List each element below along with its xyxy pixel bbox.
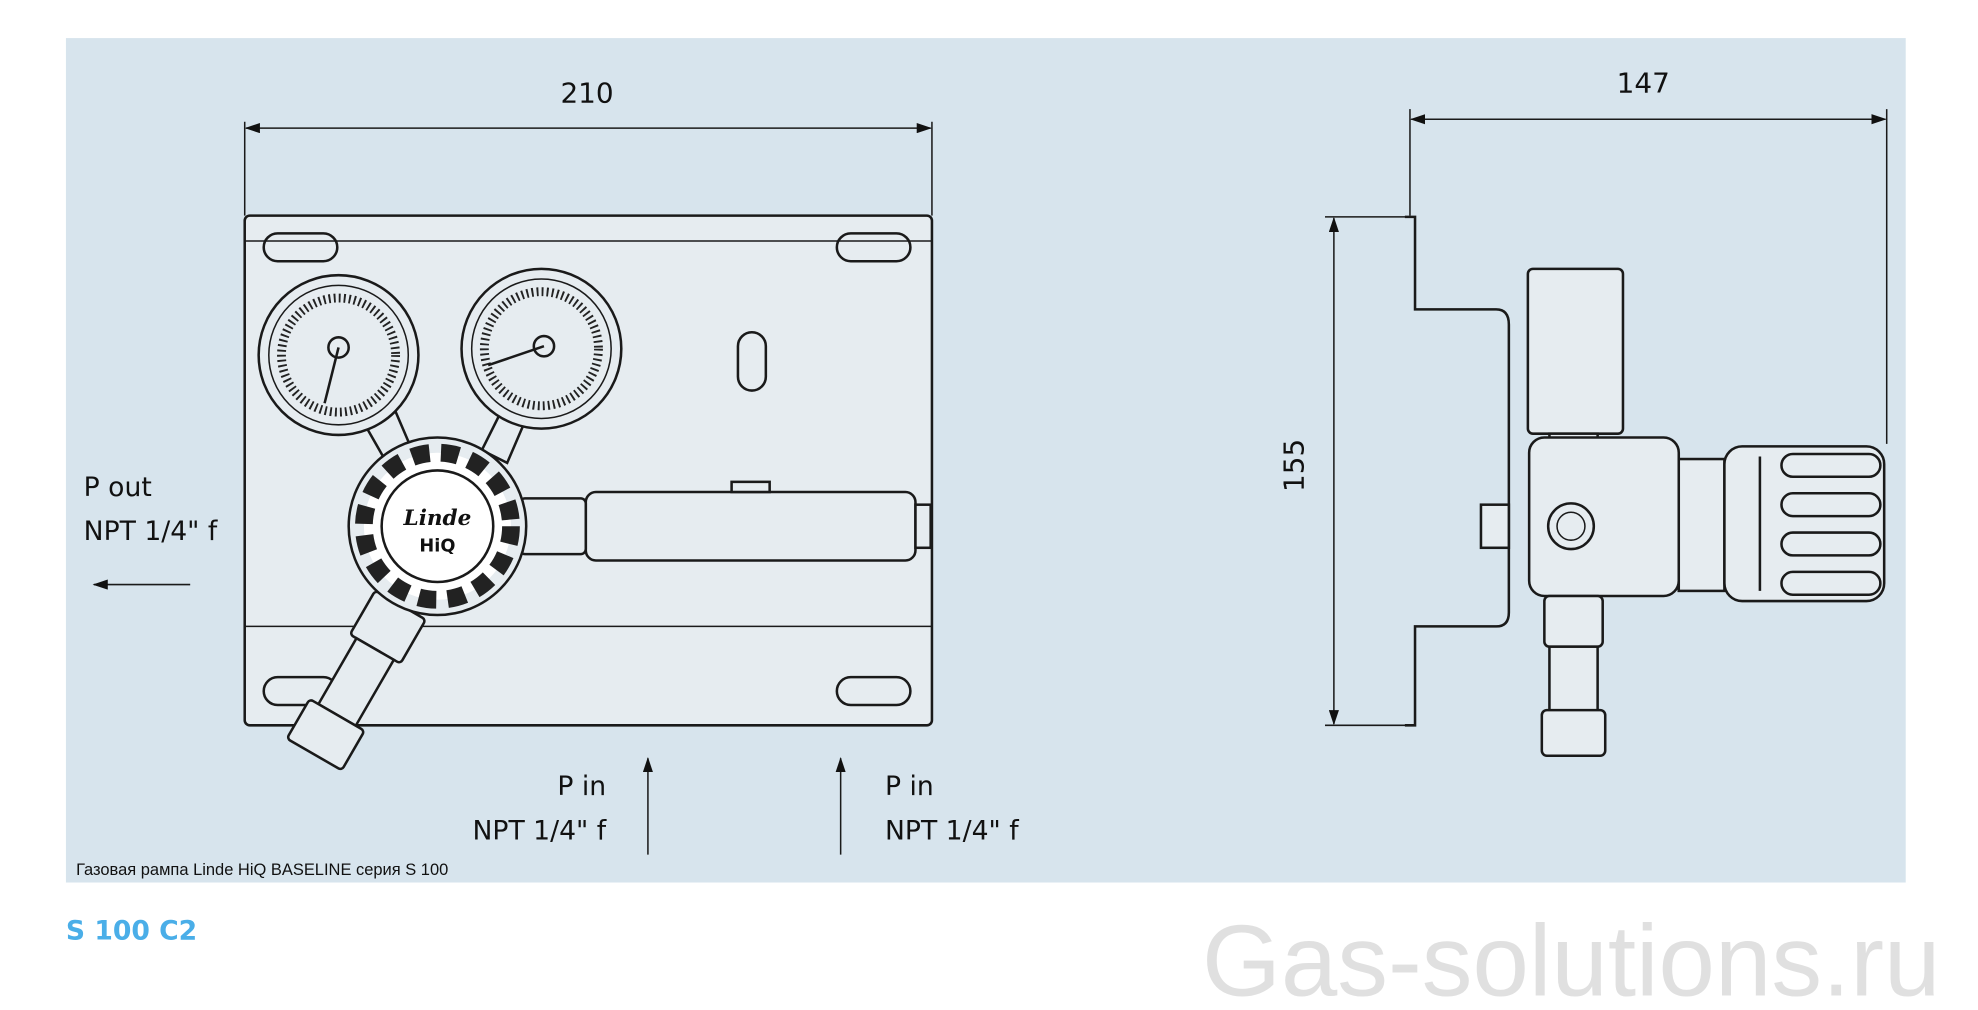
dimension-210: 210: [560, 77, 613, 110]
nut: [518, 497, 588, 556]
dimension-155: 155: [1277, 439, 1310, 492]
inlet-pipe: [584, 490, 917, 562]
watermark: Gas-solutions.ru: [1202, 904, 1940, 1010]
outlet-label: P out: [84, 472, 152, 503]
slot: [736, 330, 768, 392]
slot: [262, 232, 339, 263]
gauge-side: [1526, 267, 1625, 435]
linde-logo: Linde: [403, 506, 472, 531]
caption: Газовая рампа Linde HiQ BASELINE серия S…: [76, 861, 448, 879]
inlet-right-label: P in: [885, 771, 934, 802]
slot: [835, 232, 912, 263]
dimension-147: 147: [1617, 67, 1670, 100]
hiq-logo: HiQ: [419, 537, 455, 557]
adjustment-knob: [1723, 445, 1886, 603]
inlet-left-label: P in: [557, 771, 606, 802]
outlet-nut-side: [1543, 594, 1604, 648]
pressure-gauge-right: [460, 267, 623, 430]
bracket: [1404, 215, 1511, 727]
inlet-right-thread: NPT 1/4" f: [885, 815, 1019, 846]
model-title: S 100 C2: [66, 916, 197, 947]
front-view: 210: [243, 77, 934, 771]
side-view: 147 155: [1277, 67, 1888, 758]
slot: [835, 675, 912, 707]
inlet-left-thread: NPT 1/4" f: [473, 815, 607, 846]
outlet-thread: NPT 1/4" f: [84, 516, 218, 547]
pressure-regulator: Linde HiQ: [347, 436, 528, 617]
pressure-gauge-left: [257, 273, 420, 437]
